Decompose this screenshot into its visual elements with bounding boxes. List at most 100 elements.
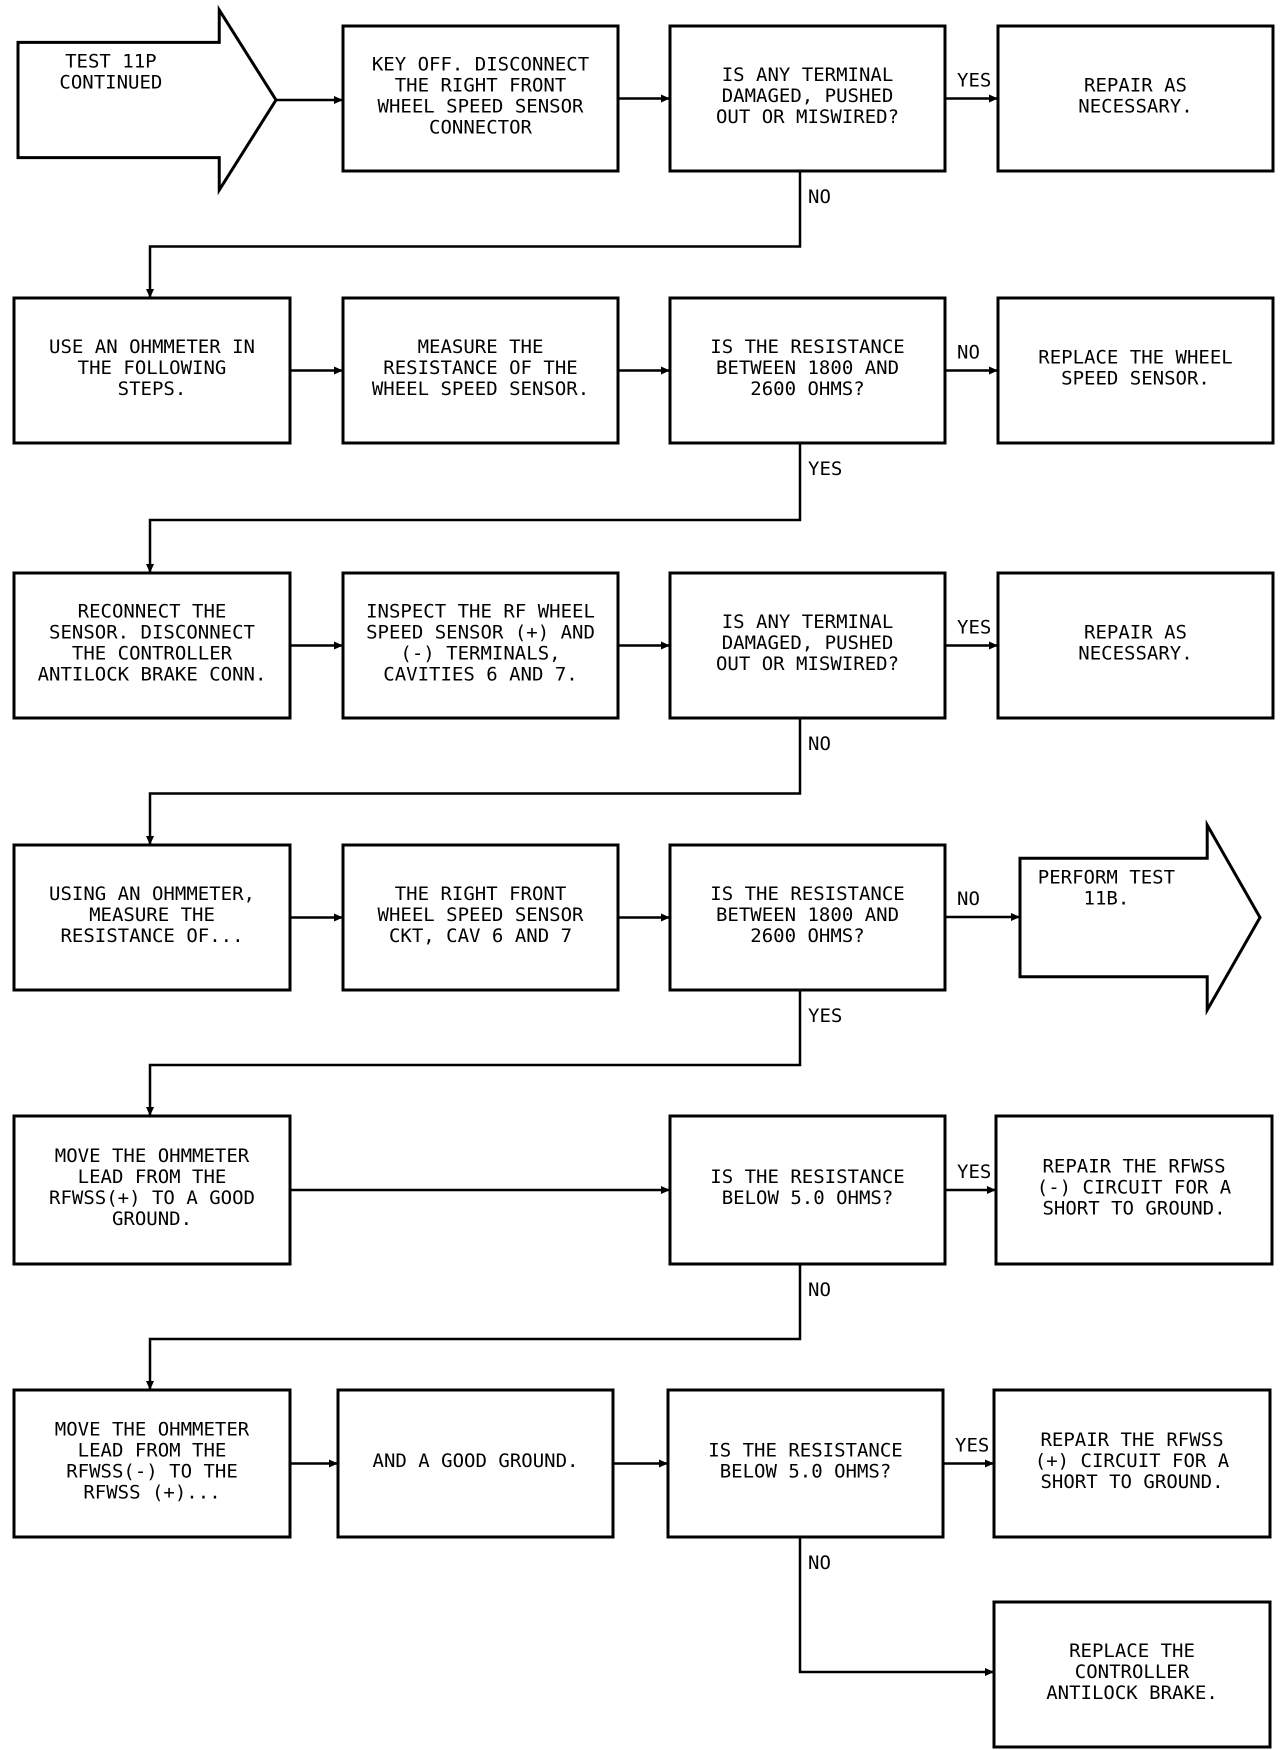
- node-text-line: REPAIR THE RFWSS: [1042, 1156, 1225, 1178]
- box-shape: [341, 296, 620, 445]
- node-text-line: AND A GOOD GROUND.: [373, 1450, 579, 1472]
- box-shape: [12, 1388, 292, 1539]
- node-text-line: MEASURE THE: [418, 336, 544, 358]
- edge-key-off-to-q1: [618, 94, 670, 103]
- node-text-line: SPEED SENSOR (+) AND: [366, 622, 595, 644]
- node-text-line: DAMAGED, PUSHED: [722, 85, 894, 107]
- connector-line: [148, 443, 802, 573]
- box-shape: [668, 843, 947, 992]
- connector-line: [148, 1264, 802, 1390]
- node-text-line: BETWEEN 1800 AND: [716, 357, 899, 379]
- box-shape: [994, 1114, 1274, 1266]
- node-text-line: CAVITIES 6 AND 7.: [383, 664, 577, 686]
- box-shape: [336, 1388, 615, 1539]
- node-text-line: RFWSS(-) TO THE: [66, 1461, 238, 1483]
- arrowhead: [146, 289, 154, 298]
- box-shape: [341, 571, 620, 720]
- edge-q2-to-replace-s: [945, 366, 998, 375]
- node-text-line: IS THE RESISTANCE: [710, 336, 904, 358]
- edge-q2-to-reconnect: [146, 443, 802, 573]
- arrowhead: [985, 1668, 994, 1676]
- node-text-line: RESISTANCE OF THE: [383, 357, 577, 379]
- box-shape: [668, 571, 947, 720]
- box-shape: [341, 24, 620, 173]
- node-text-line: RESISTANCE OF...: [60, 925, 243, 947]
- node-text-line: IS ANY TERMINAL: [722, 611, 894, 633]
- node-text-line: NECESSARY.: [1078, 643, 1192, 665]
- node-text-line: REPLACE THE: [1069, 1640, 1195, 1662]
- node-text-line: ANTILOCK BRAKE.: [1046, 1682, 1218, 1704]
- edge-q5-to-move2: [146, 1264, 802, 1390]
- connector-line: [148, 718, 802, 845]
- node-text-line: (+) CIRCUIT FOR A: [1035, 1450, 1230, 1472]
- connector-line: [148, 990, 802, 1116]
- arrowhead: [661, 913, 670, 922]
- node-text-line: CKT, CAV 6 AND 7: [389, 925, 572, 947]
- arrowhead: [334, 913, 343, 922]
- edge-label-no: NO: [808, 186, 831, 208]
- arrowhead: [146, 836, 154, 845]
- box-shape: [992, 1388, 1272, 1539]
- node-text-line: BETWEEN 1800 AND: [716, 904, 899, 926]
- edge-q6-to-repair-pos: [943, 1459, 994, 1468]
- arrowhead: [989, 94, 998, 103]
- node-text-line: BELOW 5.0 OHMS?: [720, 1461, 892, 1483]
- arrowhead: [661, 1186, 670, 1194]
- node-text-line: RFWSS (+)...: [83, 1482, 220, 1504]
- edge-label-no: NO: [957, 342, 980, 364]
- edge-good-gnd-to-q6: [613, 1459, 668, 1468]
- edge-move2-to-good-gnd: [290, 1459, 338, 1468]
- node-good-gnd: AND A GOOD GROUND.: [336, 1388, 615, 1539]
- node-text-line: THE RIGHT FRONT: [395, 883, 567, 905]
- node-text-line: IS THE RESISTANCE: [708, 1440, 902, 1462]
- arrowhead: [334, 641, 343, 650]
- node-text-line: DAMAGED, PUSHED: [722, 632, 894, 654]
- arrowhead: [661, 94, 670, 103]
- node-text-line: STEPS.: [118, 378, 187, 400]
- node-text-line: SHORT TO GROUND.: [1040, 1471, 1223, 1493]
- arrowhead: [661, 366, 670, 375]
- box-shape: [996, 24, 1275, 173]
- node-text-line: ANTILOCK BRAKE CONN.: [38, 664, 267, 686]
- node-text-line: GROUND.: [112, 1208, 192, 1230]
- box-shape: [996, 296, 1275, 445]
- arrowhead: [146, 1107, 154, 1116]
- node-text-line: IS ANY TERMINAL: [722, 64, 894, 86]
- box-shape: [668, 24, 947, 173]
- edge-using-ohm-to-rf-ckt: [290, 913, 343, 922]
- edge-q6-to-replace-c: [798, 1537, 994, 1676]
- arrow-shape: [1018, 819, 1262, 1016]
- edge-label-no: NO: [808, 1552, 831, 1574]
- box-shape: [992, 1600, 1272, 1749]
- edge-inspect-to-q3: [618, 641, 670, 650]
- node-using-ohm: USING AN OHMMETER,MEASURE THERESISTANCE …: [12, 843, 292, 992]
- arrowhead: [989, 641, 998, 650]
- edge-label-no: NO: [957, 888, 980, 910]
- arrowhead: [659, 1459, 668, 1468]
- connector-line: [148, 171, 802, 298]
- node-text-line: 2600 OHMS?: [750, 378, 864, 400]
- node-text-line: PERFORM TEST: [1038, 867, 1175, 889]
- node-text-line: SENSOR. DISCONNECT: [49, 622, 255, 644]
- edge-reconnect-to-inspect: [290, 641, 343, 650]
- arrowhead: [989, 366, 998, 375]
- arrowhead: [146, 1381, 154, 1390]
- arrow-shape: [16, 4, 278, 196]
- box-shape: [12, 843, 292, 992]
- node-text-line: CONTROLLER: [1075, 1661, 1190, 1683]
- connectors: [146, 94, 1020, 1676]
- node-text-line: IS THE RESISTANCE: [710, 883, 904, 905]
- node-text-line: USE AN OHMMETER IN: [49, 336, 255, 358]
